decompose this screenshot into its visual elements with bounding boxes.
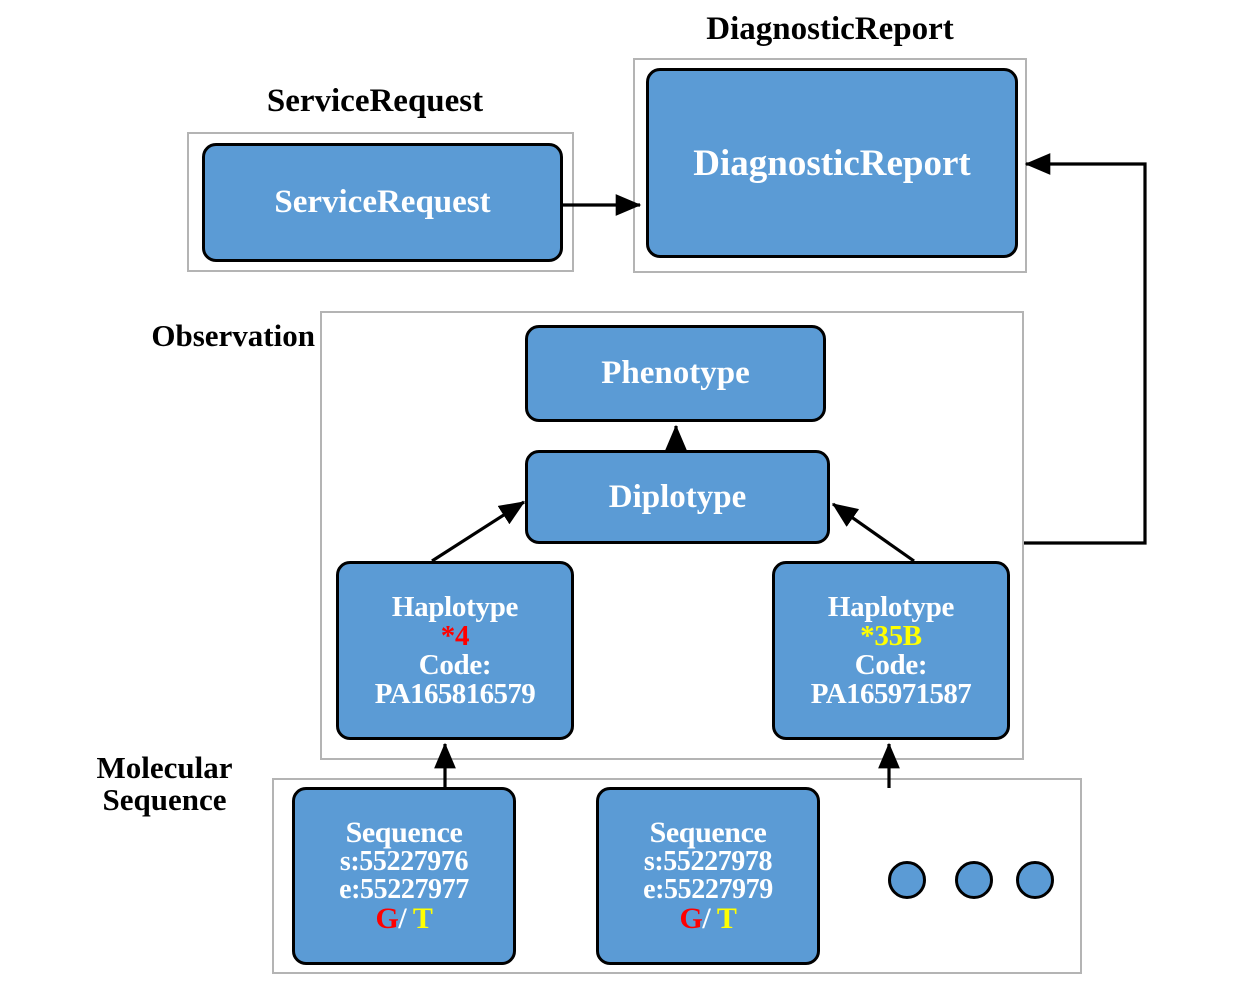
sequence-left-start: s:55227976 [339,846,469,877]
haplotype-right-allele: *35B [860,619,922,652]
node-diplotype[interactable]: Diplotype [525,450,830,544]
node-diplotype-label: Diplotype [608,478,747,515]
haplotype-left-allele: *4 [440,619,470,652]
group-label-molecular-sequence: Molecular Sequence [96,750,233,818]
node-service-request-label: ServiceRequest [274,184,491,220]
edge-observation-to-diagnosticreport [1024,153,1147,545]
haplotype-left-code-label: Code: [418,648,492,681]
haplotype-left-title: Haplotype [391,590,519,623]
sequence-left-ref-base: G [375,902,399,935]
ellipsis-dot-1 [888,861,926,899]
group-label-service-request: ServiceRequest [266,83,484,119]
ellipsis-dot-3 [1016,861,1054,899]
ellipsis-dot-2 [955,861,993,899]
node-service-request[interactable]: ServiceRequest [202,143,563,262]
sequence-right-alt-base: T [716,902,737,935]
node-sequence-left[interactable]: Sequence s:55227976 e:55227977 G/ T [292,787,516,965]
node-diagnostic-report[interactable]: DiagnosticReport [646,68,1018,258]
sequence-left-separator: / [398,902,407,935]
group-label-observation: Observation [151,318,315,353]
sequence-left-alt-base: T [412,902,433,935]
sequence-right-title: Sequence [649,816,767,849]
node-sequence-right[interactable]: Sequence s:55227978 e:55227979 G/ T [596,787,820,965]
sequence-right-end: e:55227979 [643,874,773,905]
sequence-left-title: Sequence [345,816,463,849]
haplotype-left-code-value: PA165816579 [374,677,536,710]
sequence-left-end: e:55227977 [339,874,469,905]
node-phenotype-label: Phenotype [601,355,750,391]
node-phenotype[interactable]: Phenotype [525,325,826,422]
node-haplotype-right[interactable]: Haplotype *35B Code: PA165971587 [772,561,1010,740]
sequence-right-ref-base: G [679,902,703,935]
sequence-right-start: s:55227978 [643,846,773,877]
sequence-left-bases: G/ T [295,904,513,934]
node-diagnostic-report-label: DiagnosticReport [693,142,971,184]
haplotype-right-code-value: PA165971587 [810,677,972,710]
node-haplotype-left[interactable]: Haplotype *4 Code: PA165816579 [336,561,574,740]
haplotype-right-title: Haplotype [827,590,955,623]
sequence-right-separator: / [702,902,711,935]
group-label-diagnostic-report: DiagnosticReport [706,11,954,47]
sequence-right-bases: G/ T [599,904,817,934]
haplotype-right-code-label: Code: [854,648,928,681]
